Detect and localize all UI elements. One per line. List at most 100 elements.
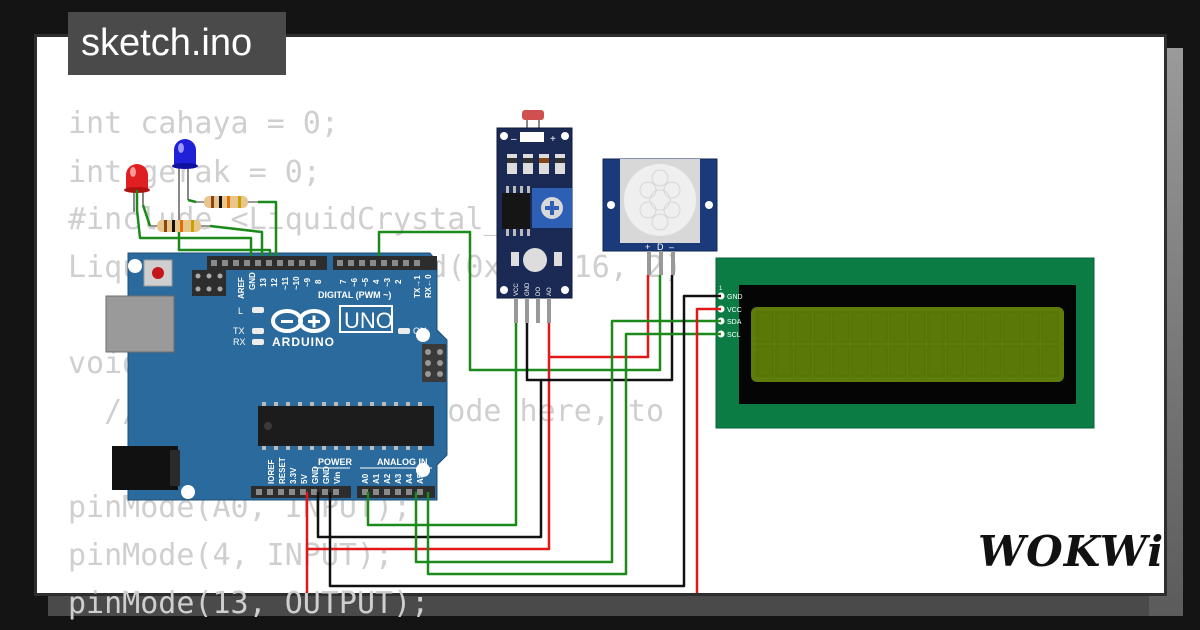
pir-pin-label: + [645, 242, 650, 252]
indicator-led [523, 248, 547, 272]
wire-green [414, 319, 721, 564]
lcd-pin-marker: 1 [719, 286, 723, 292]
pir-motion-sensor[interactable]: + D – [602, 158, 718, 275]
ldr-minus-label: – [511, 134, 517, 145]
pin-label: A2 [383, 473, 392, 484]
wire-green [426, 332, 721, 576]
photoresistor [522, 110, 544, 120]
pin-label: A1 [372, 473, 381, 484]
ldr-pin-label: DO [536, 287, 542, 296]
led-on [398, 328, 410, 334]
icsp-header-right [422, 344, 446, 382]
wire-red [305, 307, 721, 593]
ldr-pin-label: VCC [514, 283, 520, 296]
power-jack [112, 446, 178, 490]
pin-label: GND [248, 272, 257, 290]
power-label: POWER [318, 457, 353, 467]
blue-led[interactable] [172, 139, 198, 232]
led-tx [252, 328, 264, 334]
pin-label: RX←0 [424, 274, 433, 298]
board-model: UNO [344, 308, 393, 333]
ldr-sensor-module[interactable]: – + VCC GND DO AO [496, 110, 573, 323]
usb-port [105, 295, 175, 353]
mounting-hole [416, 463, 430, 477]
pin-label: TX→1 [413, 275, 422, 298]
wire-green [209, 224, 264, 256]
wire-green [177, 232, 272, 256]
arduino-logo [271, 309, 330, 333]
pin-label: A5 [416, 473, 425, 484]
led-label: L [238, 306, 243, 316]
pin-label: A0 [361, 473, 370, 484]
pin-label: ~11 [281, 276, 290, 290]
pin-label: GND [311, 466, 320, 484]
lcd-pin-label: SCL [727, 332, 741, 339]
pin-label: 13 [259, 278, 268, 287]
pin-label: 2 [394, 279, 403, 284]
analog-label: ANALOG IN [377, 457, 428, 467]
pin-label: IOREF [267, 459, 276, 484]
ldr-plus-label: + [550, 134, 556, 145]
lcd-pin-label: GND [727, 294, 743, 301]
code-line: int gerak = 0; [68, 155, 321, 190]
wire-green [258, 200, 278, 256]
wire-black [316, 323, 543, 539]
mounting-hole [128, 259, 142, 273]
file-tab[interactable]: sketch.ino [68, 12, 286, 75]
pin-label: 3.3V [289, 467, 298, 484]
lcd-pin-label: SDA [727, 319, 742, 326]
lcd-1602-i2c[interactable]: 1 GND VCC SDA SCL [715, 257, 1095, 429]
digital-label: DIGITAL (PWM ~) [318, 290, 391, 300]
pin-label: 5V [300, 474, 309, 484]
pin-label: Vin [333, 472, 342, 484]
pin-label: A3 [394, 473, 403, 484]
pin-label: ~5 [361, 277, 370, 287]
led-l [252, 307, 264, 313]
resistor[interactable] [196, 196, 258, 208]
pin-label: ~10 [292, 276, 301, 290]
led-label: ON [413, 326, 427, 336]
led-label: RX [233, 337, 246, 347]
wires [135, 190, 721, 593]
wire-green [377, 230, 662, 372]
pin-label: ~3 [383, 277, 392, 287]
wire-green [135, 190, 253, 256]
icsp-header [192, 270, 226, 296]
code-line: int cahaya = 0; [68, 106, 339, 141]
reset-button-cap[interactable] [152, 267, 164, 279]
pin-label: 12 [270, 278, 279, 287]
atmega-chip [258, 406, 434, 446]
pin-label: ~6 [350, 277, 359, 287]
pin-label: AREF [237, 277, 246, 299]
comparator-chip [502, 193, 530, 229]
led-label: TX [233, 326, 245, 336]
pin-label: RESET [278, 457, 287, 484]
wire-green [187, 198, 197, 204]
led-rx [252, 339, 264, 345]
pir-pin-label: D [657, 242, 664, 252]
mounting-hole [181, 485, 195, 499]
wokwi-logo: WOKWi [978, 527, 1165, 576]
wire-red [547, 275, 650, 359]
pin-label: 8 [314, 279, 323, 284]
wire-black [541, 275, 674, 382]
pin-label: 4 [372, 279, 381, 284]
resistor[interactable] [150, 220, 210, 232]
pir-pin-label: – [669, 242, 674, 252]
code-line: pinMode(13, OUTPUT); [68, 586, 430, 621]
board-brand: ARDUINO [272, 335, 335, 349]
pin-label: GND [322, 466, 331, 484]
pin-label: 7 [339, 279, 348, 284]
lcd-pin-label: VCC [727, 307, 742, 314]
wire-green [366, 323, 518, 527]
wire-black [328, 294, 721, 588]
mounting-hole [416, 328, 430, 342]
arduino-uno-board[interactable]: AREF GND 13 12 ~11 ~10 ~9 8 7 ~6 ~5 4 ~3… [105, 252, 448, 501]
wire-green [141, 204, 152, 227]
ldr-pin-label: AO [547, 287, 553, 296]
pin-label: ~9 [303, 277, 312, 287]
fresnel-lens [624, 164, 696, 236]
ldr-pin-label: GND [525, 282, 531, 296]
pin-label: A4 [405, 473, 414, 484]
